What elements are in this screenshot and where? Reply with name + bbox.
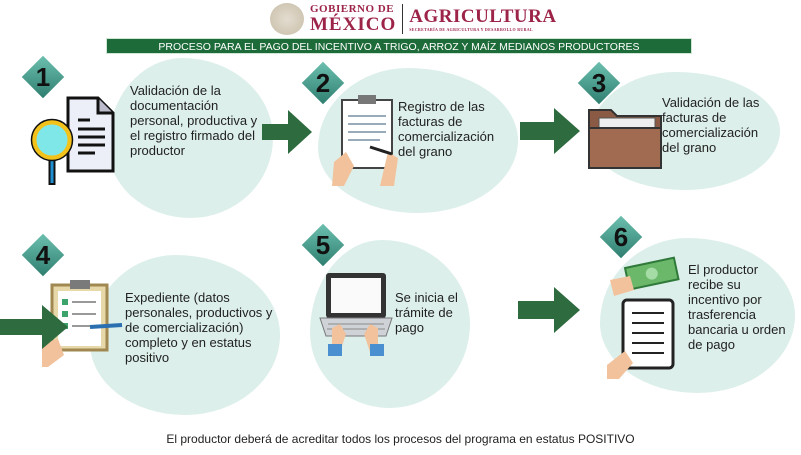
laptop-typing-icon [319,273,393,356]
step-6-text: El productor recibe su incentivo por tra… [688,262,786,352]
step-4-text: Expediente (datos personales, productivo… [125,290,273,365]
money-tablet-icon [607,256,680,379]
arrow-right-icon [520,108,580,154]
footer-note: El productor deberá de acreditar todos l… [166,432,635,446]
step-number-label: 6 [613,222,629,252]
step-number-label: 5 [315,230,331,260]
clipboard-signing-icon [332,95,398,186]
arrow-right-icon [518,287,580,333]
step-1-text: Validación de la documentación personal,… [130,83,258,158]
gobierno-line-2: MÉXICO [310,14,397,35]
step-number-label: 4 [35,240,51,270]
national-seal-icon [270,3,304,35]
agency-subtitle: SECRETARÍA DE AGRICULTURA Y DESARROLLO R… [409,26,533,32]
cloud-1 [108,58,273,218]
arrow-right-icon [262,110,312,154]
step-2-text: Registro de las facturas de comercializa… [398,99,495,159]
clipboard-checklist-icon [42,280,123,367]
title-banner: PROCESO PARA EL PAGO DEL INCENTIVO A TRI… [106,38,692,54]
gobierno-line-1: GOBIERNO DE [310,3,395,15]
step-number-label: 3 [591,68,607,98]
folder-icon [588,109,662,169]
step-number-label: 2 [315,68,331,98]
divider [402,4,404,34]
agency-name: AGRICULTURA [409,5,557,27]
step-5-text: Se inicia el trámite de pago [395,290,458,335]
step-3-text: Validación de las facturas de comerciali… [662,95,760,155]
arrow-right-icon [0,305,68,349]
cloud-4 [90,255,280,415]
step-number-label: 1 [35,62,51,92]
document-magnifier-icon [30,96,115,185]
